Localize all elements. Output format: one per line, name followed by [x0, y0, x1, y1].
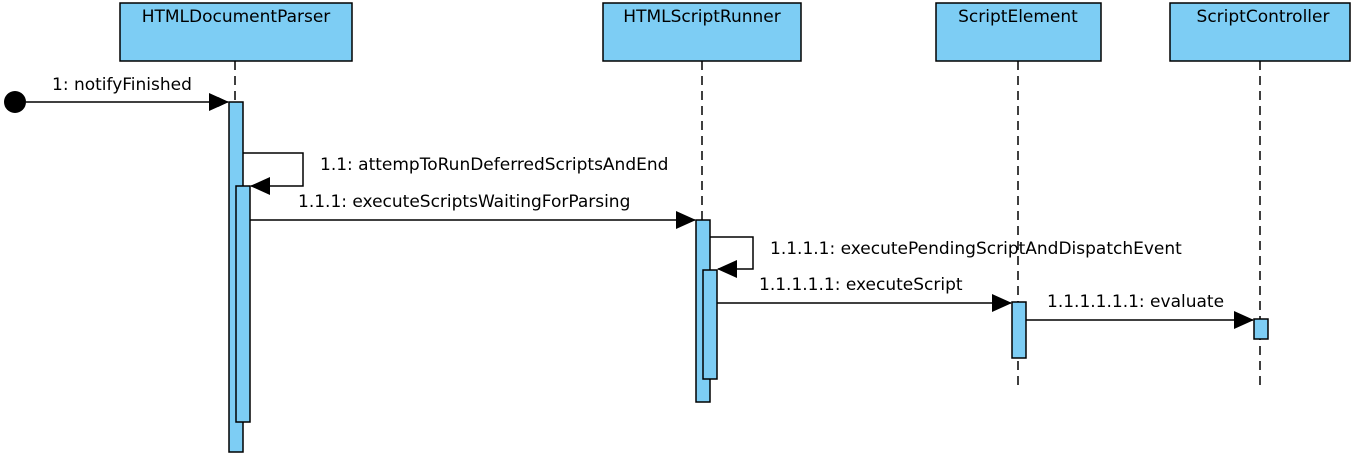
arrowhead-icon: [250, 177, 270, 195]
activation-bar-script-controller[interactable]: [1253, 318, 1269, 340]
message-arrow-attemp-to-run-deferred: [243, 152, 304, 187]
activation-bar-script-element[interactable]: [1011, 301, 1027, 359]
activation-bar-html-document-parser-2[interactable]: [235, 185, 251, 423]
participant-box-script-element[interactable]: [935, 2, 1102, 62]
message-label-notify-finished: 1: notifyFinished: [52, 75, 192, 95]
lifeline-script-element: ScriptElement: [935, 2, 1102, 388]
message-label-execute-scripts-waiting: 1.1.1: executeScriptsWaitingForParsing: [298, 192, 630, 212]
message-label-evaluate: 1.1.1.1.1.1: evaluate: [1047, 292, 1224, 312]
participant-box-script-controller[interactable]: [1169, 2, 1351, 62]
participant-label-script-controller: ScriptController: [1197, 7, 1330, 27]
message-execute-pending-script-and-dispatch-event[interactable]: 1.1.1.1: executePendingScriptAndDispatch…: [710, 236, 1182, 278]
activation-bar-html-script-runner-2[interactable]: [702, 269, 718, 380]
participant-box-html-document-parser[interactable]: [119, 2, 353, 62]
message-execute-script[interactable]: 1.1.1.1.1: executeScript: [717, 275, 1012, 312]
message-evaluate[interactable]: 1.1.1.1.1.1: evaluate: [1026, 292, 1254, 329]
lifeline-html-document-parser: HTMLDocumentParser: [119, 2, 353, 102]
message-label-execute-pending-script: 1.1.1.1: executePendingScriptAndDispatch…: [770, 239, 1182, 259]
message-execute-scripts-waiting-for-parsing[interactable]: 1.1.1: executeScriptsWaitingForParsing: [250, 192, 696, 229]
arrowhead-icon: [717, 260, 737, 278]
message-notify-finished[interactable]: 1: notifyFinished: [4, 75, 229, 113]
lifeline-html-script-runner: HTMLScriptRunner: [602, 2, 802, 220]
start-point: [4, 91, 26, 113]
arrowhead-icon: [1234, 311, 1254, 329]
message-label-execute-script: 1.1.1.1.1: executeScript: [759, 275, 963, 295]
participant-label-html-script-runner: HTMLScriptRunner: [623, 7, 780, 27]
arrowhead-icon: [209, 93, 229, 111]
message-label-attemp-to-run-deferred: 1.1: attempToRunDeferredScriptsAndEnd: [320, 155, 668, 175]
arrowhead-icon: [676, 211, 696, 229]
participant-label-script-element: ScriptElement: [958, 7, 1078, 27]
message-attemp-to-run-deferred-scripts-and-end[interactable]: 1.1: attempToRunDeferredScriptsAndEnd: [243, 152, 668, 195]
participant-label-html-document-parser: HTMLDocumentParser: [142, 7, 331, 27]
arrowhead-icon: [992, 294, 1012, 312]
